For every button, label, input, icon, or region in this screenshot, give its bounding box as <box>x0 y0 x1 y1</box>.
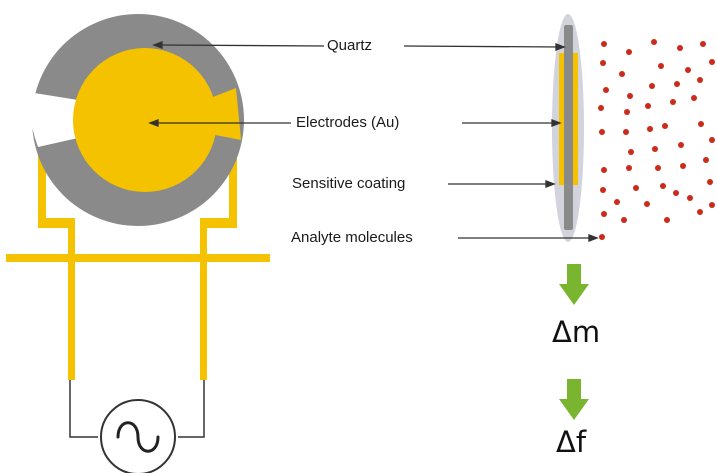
analyte-molecule <box>627 93 633 99</box>
circuit-wire <box>69 380 205 438</box>
label-electrodes: Electrodes (Au) <box>296 114 400 131</box>
label-sensitive-coating: Sensitive coating <box>292 175 406 192</box>
analyte-molecule <box>623 129 629 135</box>
analyte-molecule <box>649 83 655 89</box>
analyte-molecule <box>691 95 697 101</box>
analyte-molecule <box>707 179 713 185</box>
analyte-molecule <box>674 81 680 87</box>
analyte-molecule <box>687 195 693 201</box>
analyte-molecule <box>598 105 604 111</box>
leader-lines <box>148 41 599 242</box>
analyte-molecule <box>651 39 657 45</box>
label-analyte-molecules: Analyte molecules <box>291 229 413 246</box>
analyte-molecule <box>660 183 666 189</box>
analyte-molecule <box>600 187 606 193</box>
analyte-molecule <box>599 129 605 135</box>
analyte-molecule <box>709 137 715 143</box>
analyte-molecule <box>709 202 715 208</box>
gold-electrode-side-left <box>559 53 564 185</box>
analyte-molecule <box>697 209 703 215</box>
analyte-molecule <box>698 121 704 127</box>
analyte-molecule <box>709 59 715 65</box>
gold-electrode-side-right <box>573 53 578 185</box>
analyte-molecule <box>662 123 668 129</box>
delta-f-symbol: Δf <box>556 425 587 459</box>
analyte-molecule <box>624 109 630 115</box>
down-arrow-icon <box>559 264 589 305</box>
analyte-molecule <box>626 165 632 171</box>
analyte-molecule <box>601 41 607 47</box>
analyte-molecule <box>678 142 684 148</box>
analyte-molecule <box>685 67 691 73</box>
ac-sine-icon <box>116 421 160 453</box>
analyte-molecule <box>652 146 658 152</box>
analyte-molecule <box>603 87 609 93</box>
analyte-molecule <box>697 77 703 83</box>
analyte-molecule <box>601 167 607 173</box>
analyte-molecule <box>600 60 606 66</box>
analyte-molecule <box>626 49 632 55</box>
analyte-molecule <box>703 157 709 163</box>
gold-electrode-tab <box>195 88 241 140</box>
analyte-molecule <box>673 190 679 196</box>
analyte-molecule <box>601 211 607 217</box>
analyte-molecule <box>658 63 664 69</box>
gold-electrode <box>73 48 217 192</box>
analyte-molecule <box>628 149 634 155</box>
down-arrow-icon <box>559 379 589 420</box>
analyte-molecule <box>619 71 625 77</box>
label-quartz: Quartz <box>327 37 373 54</box>
analyte-molecule <box>645 103 651 109</box>
analyte-molecules <box>598 39 715 240</box>
analyte-molecule <box>664 217 670 223</box>
analyte-molecule <box>599 234 605 240</box>
analyte-molecule <box>677 45 683 51</box>
analyte-molecule <box>621 217 627 223</box>
analyte-molecule <box>644 201 650 207</box>
delta-m-symbol: Δm <box>552 315 601 349</box>
analyte-molecule <box>614 199 620 205</box>
holder-base <box>6 254 270 262</box>
analyte-molecule <box>647 126 653 132</box>
analyte-molecule <box>670 99 676 105</box>
analyte-molecule <box>655 165 661 171</box>
quartz-notch <box>28 92 78 147</box>
analyte-molecule <box>633 185 639 191</box>
quartz-side <box>564 25 573 230</box>
analyte-molecule <box>680 163 686 169</box>
analyte-molecule <box>700 41 706 47</box>
